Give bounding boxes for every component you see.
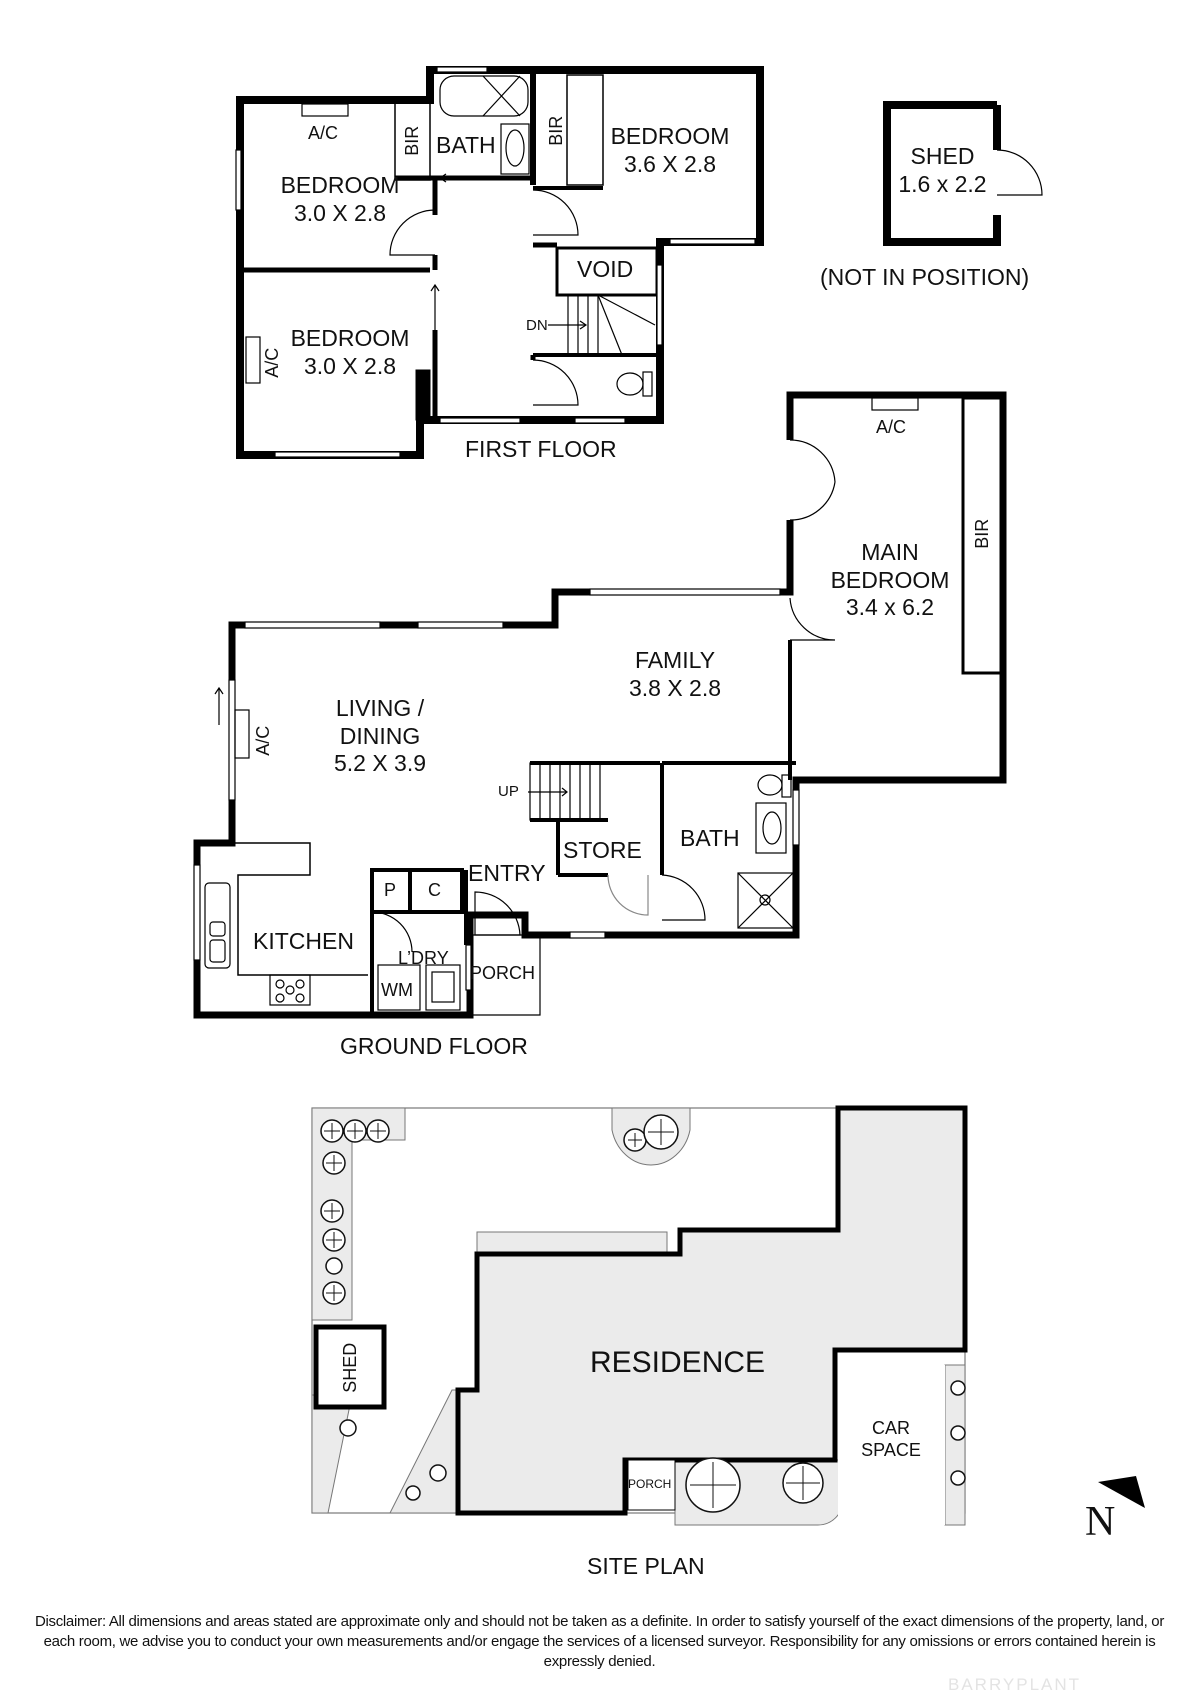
room-porch: PORCH [470, 963, 536, 983]
room-size: 5.2 X 3.9 [333, 750, 427, 777]
room-name: BEDROOM [290, 325, 410, 351]
room-entry: ENTRY [468, 860, 546, 886]
shed-outline [883, 101, 1043, 246]
shed-note: (NOT IN POSITION) [820, 264, 1030, 290]
stairs-up-label: UP [498, 783, 519, 800]
room-bedroom-2: BEDROOM 3.0 X 2.8 [270, 325, 430, 380]
bir-label: BIR [402, 125, 423, 156]
bir-label: BIR [546, 115, 567, 146]
site-porch-label: PORCH [628, 1477, 672, 1491]
shed-label: SHED 1.6 x 2.2 [895, 143, 990, 198]
room-size: 3.4 x 6.2 [845, 594, 935, 621]
site-shed-label: SHED [340, 1342, 361, 1393]
site-plan-drawing [311, 1105, 968, 1526]
disclaimer-text: Disclaimer: All dimensions and areas sta… [34, 1613, 1165, 1670]
room-size: 3.0 X 2.8 [293, 199, 387, 226]
car-label-line2: SPACE [861, 1439, 921, 1460]
ac-label: A/C [262, 347, 283, 378]
north-arrow-icon [1098, 1476, 1145, 1508]
room-kitchen: KITCHEN [253, 928, 354, 954]
stairs-down-label: DN [526, 317, 548, 334]
room-bath-ground: BATH [680, 825, 740, 851]
room-family: FAMILY 3.8 X 2.8 [610, 647, 740, 702]
site-plan-title: SITE PLAN [587, 1553, 705, 1579]
brand-watermark: BARRYPLANT [948, 1675, 1082, 1694]
room-store: STORE [563, 837, 642, 863]
room-size: 3.0 X 2.8 [303, 352, 397, 379]
washing-machine-label: WM [381, 980, 413, 1000]
car-label-line1: CAR [871, 1418, 910, 1438]
room-size: 3.8 X 2.8 [628, 674, 722, 701]
room-bedroom-3: BEDROOM 3.6 X 2.8 [600, 123, 740, 178]
room-name: MAIN [861, 539, 919, 565]
ac-label: A/C [253, 725, 274, 756]
room-name: BEDROOM [280, 172, 400, 198]
site-residence-label: RESIDENCE [590, 1346, 766, 1379]
room-laundry: L’DRY [398, 948, 449, 968]
room-name-2: DINING [339, 722, 421, 749]
room-name-2: BEDROOM [830, 566, 950, 593]
ac-label: A/C [876, 417, 907, 437]
room-main-bedroom: MAIN BEDROOM 3.4 x 6.2 [820, 539, 960, 622]
room-name: BEDROOM [610, 123, 730, 149]
room-void: VOID [577, 256, 634, 282]
ground-floor-title: GROUND FLOOR [340, 1033, 528, 1059]
room-name: LIVING / [335, 695, 425, 721]
room-living-dining: LIVING / DINING 5.2 X 3.9 [315, 695, 445, 778]
ac-label: A/C [308, 123, 339, 143]
shed-size: 1.6 x 2.2 [898, 170, 987, 197]
room-size: 3.6 X 2.8 [623, 150, 717, 177]
site-car-space-label: CAR SPACE [860, 1418, 922, 1461]
bir-label: BIR [972, 518, 993, 549]
room-bath-upstairs: BATH [436, 132, 496, 158]
first-floor-fixtures [235, 66, 756, 458]
room-bedroom-1: BEDROOM 3.0 X 2.8 [255, 172, 425, 227]
first-floor-title: FIRST FLOOR [465, 436, 617, 462]
pantry-label: P [384, 880, 397, 900]
room-name: FAMILY [634, 647, 716, 673]
shed-name: SHED [910, 143, 975, 169]
cupboard-label: C [428, 880, 441, 900]
ground-floor-fixtures [193, 397, 919, 1016]
compass-north-label: N [1085, 1499, 1116, 1545]
